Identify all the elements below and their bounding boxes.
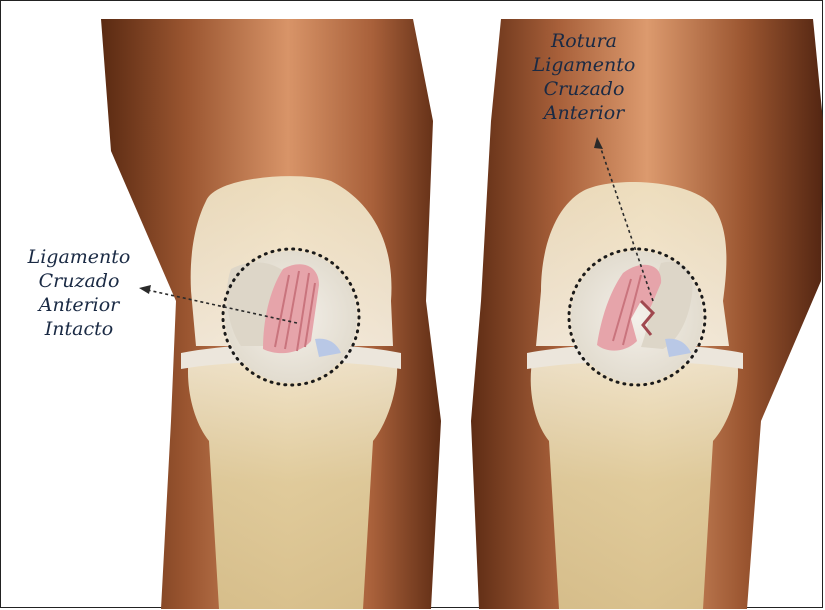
left-knee (101, 19, 441, 609)
left-pointer-arrowhead (139, 285, 151, 294)
label-line: Ligamento (19, 245, 139, 269)
label-acl-intact: Ligamento Cruzado Anterior Intacto (19, 245, 139, 341)
label-line: Anterior (529, 101, 639, 125)
label-line: Rotura (529, 29, 639, 53)
label-line: Cruzado (529, 77, 639, 101)
label-line: Cruzado (19, 269, 139, 293)
right-knee (471, 19, 823, 609)
label-line: Ligamento (529, 53, 639, 77)
label-acl-rupture: Rotura Ligamento Cruzado Anterior (529, 29, 639, 125)
label-line: Intacto (19, 317, 139, 341)
label-line: Anterior (19, 293, 139, 317)
